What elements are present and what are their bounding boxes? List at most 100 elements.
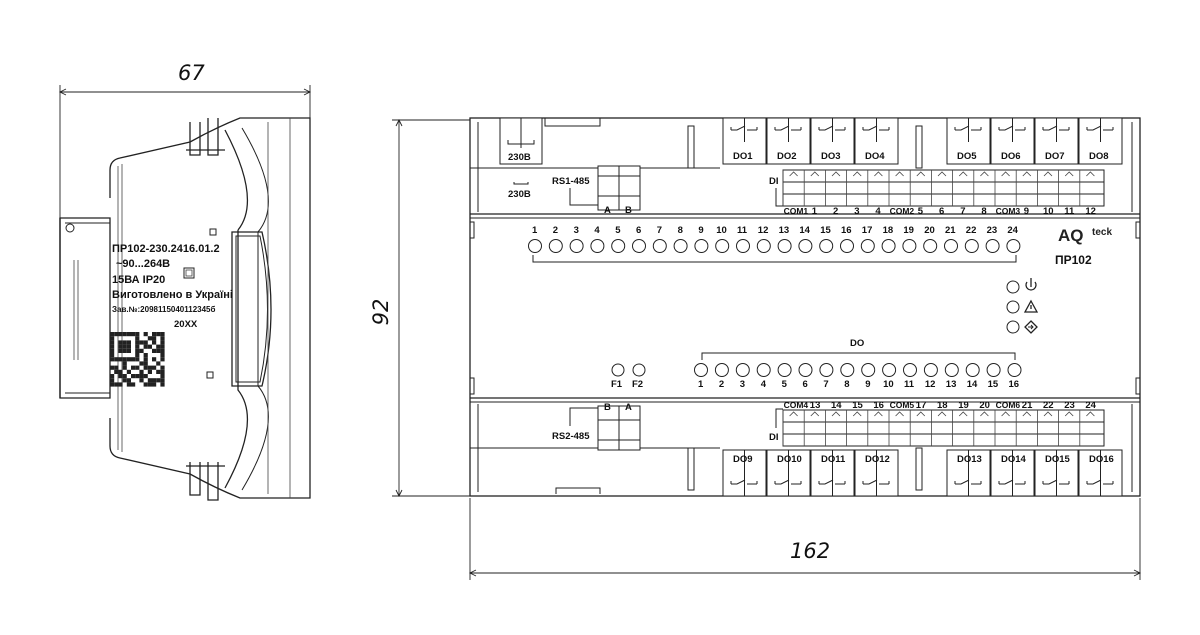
run-status-led xyxy=(1006,320,1020,334)
dimension-front-width: 162 xyxy=(790,539,830,563)
di-led: 12 xyxy=(756,225,771,253)
relay-label: DO8 xyxy=(1089,151,1109,162)
di-led-number: 23 xyxy=(987,225,998,236)
di-led: 10 xyxy=(715,225,730,253)
di-led-number: 16 xyxy=(841,225,852,236)
di-led-number: 13 xyxy=(779,225,790,236)
di-terminal: 5 xyxy=(909,170,926,217)
di-terminal: 23 xyxy=(1058,400,1075,446)
rs1-a-label: A xyxy=(604,205,611,216)
di-terminal: 1 xyxy=(803,170,820,217)
di-led-number: 17 xyxy=(862,225,873,236)
di-terminal-label: 15 xyxy=(852,400,863,411)
di-terminal-label: 14 xyxy=(831,400,842,411)
do-led: 9 xyxy=(861,363,876,390)
di-terminal: 24 xyxy=(1079,400,1097,446)
do-led: 5 xyxy=(777,363,792,390)
di-terminal: 19 xyxy=(952,400,969,446)
do-led: 13 xyxy=(944,363,959,390)
di-led-number: 1 xyxy=(532,225,538,236)
do-led-number: 7 xyxy=(823,379,828,390)
do-led-number: 13 xyxy=(946,379,957,390)
side-label-serial: Зав.№:2098115040112345б xyxy=(112,305,215,314)
di-terminal-label: COM3 xyxy=(996,206,1021,216)
do-led-number: 16 xyxy=(1009,379,1020,390)
di-led-number: 9 xyxy=(698,225,703,236)
di-label-top: DI xyxy=(769,176,779,187)
relay-terminal-do14: DO14 xyxy=(990,449,1035,497)
relay-terminal-do2: DO2 xyxy=(766,117,811,165)
di-terminal: 8 xyxy=(973,170,989,217)
rs2-label: RS2-485 xyxy=(552,431,590,442)
brand-logo: AQ teck xyxy=(1058,226,1112,245)
do-led: 7 xyxy=(819,363,834,390)
di-terminal: 6 xyxy=(931,170,947,217)
rs1-485-connector: RS1-485 A B xyxy=(552,165,641,216)
do-led-number: 14 xyxy=(967,379,978,390)
do-led-number: 1 xyxy=(698,379,704,390)
di-terminal-label: COM5 xyxy=(890,400,915,410)
relay-label: DO12 xyxy=(865,454,890,465)
status-leds xyxy=(1006,278,1039,334)
do-led: 10 xyxy=(882,363,897,390)
di-terminal-label: 24 xyxy=(1085,400,1096,411)
relay-label: DO14 xyxy=(1001,454,1027,465)
relay-terminal-do15: DO15 xyxy=(1034,449,1079,497)
di-led-number: 11 xyxy=(737,225,748,236)
di-led-number: 8 xyxy=(678,225,683,236)
power-label-below: 230В xyxy=(508,189,531,200)
side-label-voltage: ~90...264В xyxy=(116,258,170,270)
di-terminal: 4 xyxy=(867,170,883,217)
do-led: 4 xyxy=(756,363,771,390)
do-led-number: 12 xyxy=(925,379,936,390)
do-led-number: 2 xyxy=(719,379,724,390)
do-led-number: 8 xyxy=(844,379,849,390)
di-led: 17 xyxy=(860,225,875,253)
relay-label: DO7 xyxy=(1045,151,1065,162)
rs2-a-label: A xyxy=(625,402,632,413)
di-terminal-label: 16 xyxy=(873,400,884,411)
di-terminal: 14 xyxy=(825,400,842,446)
relay-label: DO5 xyxy=(957,151,977,162)
di-terminal-label: 8 xyxy=(981,206,986,217)
do-led-number: 11 xyxy=(904,379,915,390)
power-terminal-label: 230В xyxy=(508,152,531,163)
di-terminal: 10 xyxy=(1037,170,1054,217)
relay-terminal-do13: DO13 xyxy=(946,449,991,497)
relay-label: DO15 xyxy=(1045,454,1071,465)
qr-code xyxy=(110,332,165,387)
di-terminal-label: 23 xyxy=(1064,400,1075,411)
relay-label: DO6 xyxy=(1001,151,1021,162)
di-terminal: 17 xyxy=(909,400,926,446)
do-led: 1 xyxy=(694,363,708,390)
di-terminal: 15 xyxy=(846,400,863,446)
do-led: 15 xyxy=(986,363,1001,390)
fuse-label-f1: F1 xyxy=(611,379,623,390)
di-terminal-label: 2 xyxy=(833,206,838,217)
relay-terminal-do16: DO16 xyxy=(1078,449,1123,497)
relay-label: DO11 xyxy=(821,454,846,465)
relay-terminal-do7: DO7 xyxy=(1034,117,1079,165)
di-led-number: 7 xyxy=(657,225,662,236)
power-icon xyxy=(1025,278,1037,291)
rs1-b-label: B xyxy=(625,205,632,216)
di-led: 11 xyxy=(736,225,750,253)
di-terminal-label: 18 xyxy=(937,400,948,411)
do-led-number: 15 xyxy=(988,379,999,390)
di-terminal-label: 6 xyxy=(939,206,944,217)
front-width-dimension: 162 xyxy=(468,498,1142,580)
di-led-number: 12 xyxy=(758,225,769,236)
di-terminal-label: 11 xyxy=(1064,206,1075,217)
di-terminal-label: 12 xyxy=(1085,206,1096,217)
side-label-year: 20XX xyxy=(174,319,198,330)
di-terminal-label: COM2 xyxy=(890,206,915,216)
di-terminal-label: 4 xyxy=(875,206,881,217)
di-led-number: 19 xyxy=(903,225,914,236)
di-terminal-label: 10 xyxy=(1043,206,1054,217)
fuse-leds: F1 F2 xyxy=(611,363,646,390)
di-led: 8 xyxy=(673,225,688,253)
do-led-number: 6 xyxy=(803,379,808,390)
do-led: 16 xyxy=(1007,363,1022,390)
